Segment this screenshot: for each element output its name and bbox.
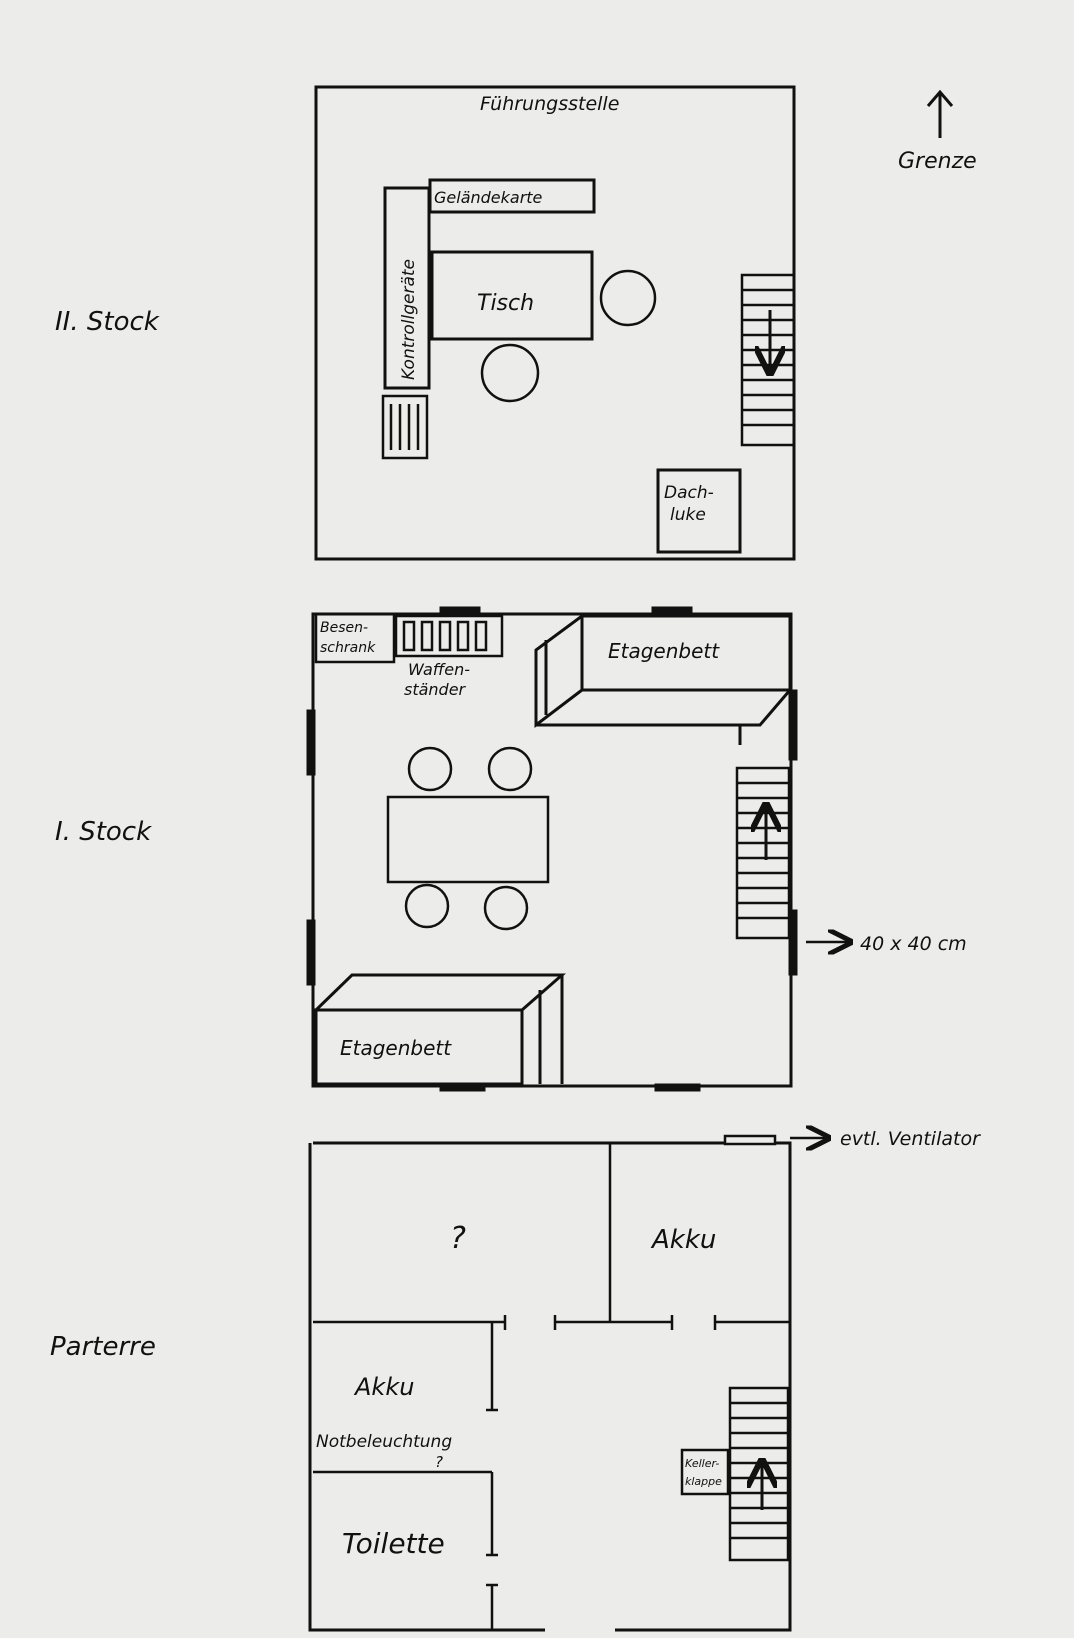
ventilator-note: evtl. Ventilator	[840, 1128, 981, 1150]
bunk-bed-bottom	[314, 973, 566, 1086]
hatch-label-1: Dach-	[664, 483, 714, 503]
controls-label: Kontrollgeräte	[399, 259, 419, 380]
bunk-bed-top	[534, 614, 792, 745]
stool-icon	[599, 269, 657, 327]
floor-label-1: I. Stock	[55, 817, 152, 847]
window-marker	[654, 1083, 701, 1092]
table-2	[430, 250, 594, 341]
roof-hatch	[656, 468, 742, 554]
window-marker	[306, 709, 316, 776]
hatch-label-2: luke	[670, 505, 706, 525]
compass-label: Grenze	[898, 149, 977, 174]
akku-right-label: Akku	[650, 1225, 716, 1255]
table-1	[386, 795, 550, 884]
bunk-top-label: Etagenbett	[608, 639, 720, 663]
stool-icon	[404, 883, 450, 929]
stool-icon	[480, 343, 540, 403]
window-marker	[788, 689, 798, 761]
rack-label-2: ständer	[404, 680, 467, 699]
cellar-hatch	[680, 1448, 730, 1496]
north-arrow-icon	[926, 89, 954, 138]
stool-icon	[483, 885, 529, 931]
stool-icon	[487, 746, 533, 792]
broom-label-1: Besen-	[320, 620, 368, 636]
map-label: Geländekarte	[434, 188, 543, 207]
floor2-plan	[314, 85, 796, 561]
room-title: Führungsstelle	[480, 93, 619, 115]
akku-left-label: Akku	[353, 1373, 414, 1401]
table-label: Tisch	[477, 291, 534, 316]
floor-label-ground: Parterre	[50, 1332, 156, 1362]
broom-label-2: schrank	[320, 640, 376, 656]
ground-outline	[308, 1141, 792, 1632]
controls-bench	[383, 186, 431, 390]
floor1-outline	[311, 612, 793, 1088]
window-size-note: 40 x 40 cm	[860, 933, 967, 955]
window-marker	[651, 606, 693, 616]
toilet-label: Toilette	[342, 1527, 445, 1560]
rack-label-1: Waffen-	[408, 660, 470, 679]
radiator-icon	[381, 394, 429, 460]
emergency-light-label: Notbeleuchtung	[316, 1432, 452, 1452]
stool-icon	[407, 746, 453, 792]
weapon-rack-icon	[394, 614, 504, 658]
bunk-bottom-label: Etagenbett	[340, 1036, 452, 1060]
staircase-down-icon	[740, 273, 796, 447]
staircase-up-icon	[728, 1386, 790, 1562]
cellar-label-2: klappe	[685, 1475, 722, 1488]
emergency-q-label: ?	[435, 1453, 443, 1471]
unknown-room-label: ?	[450, 1221, 466, 1256]
ground-plan	[308, 1134, 826, 1632]
floor2-outline	[314, 85, 796, 561]
cellar-label-1: Keller-	[685, 1457, 719, 1470]
ventilator-marker	[723, 1134, 777, 1146]
window-marker	[788, 909, 798, 976]
floor1-plan	[306, 606, 848, 1092]
floor-label-2: II. Stock	[55, 307, 160, 337]
staircase-up-icon	[735, 766, 791, 940]
window-marker	[439, 606, 481, 616]
broom-closet	[314, 612, 396, 664]
window-marker	[306, 919, 316, 986]
